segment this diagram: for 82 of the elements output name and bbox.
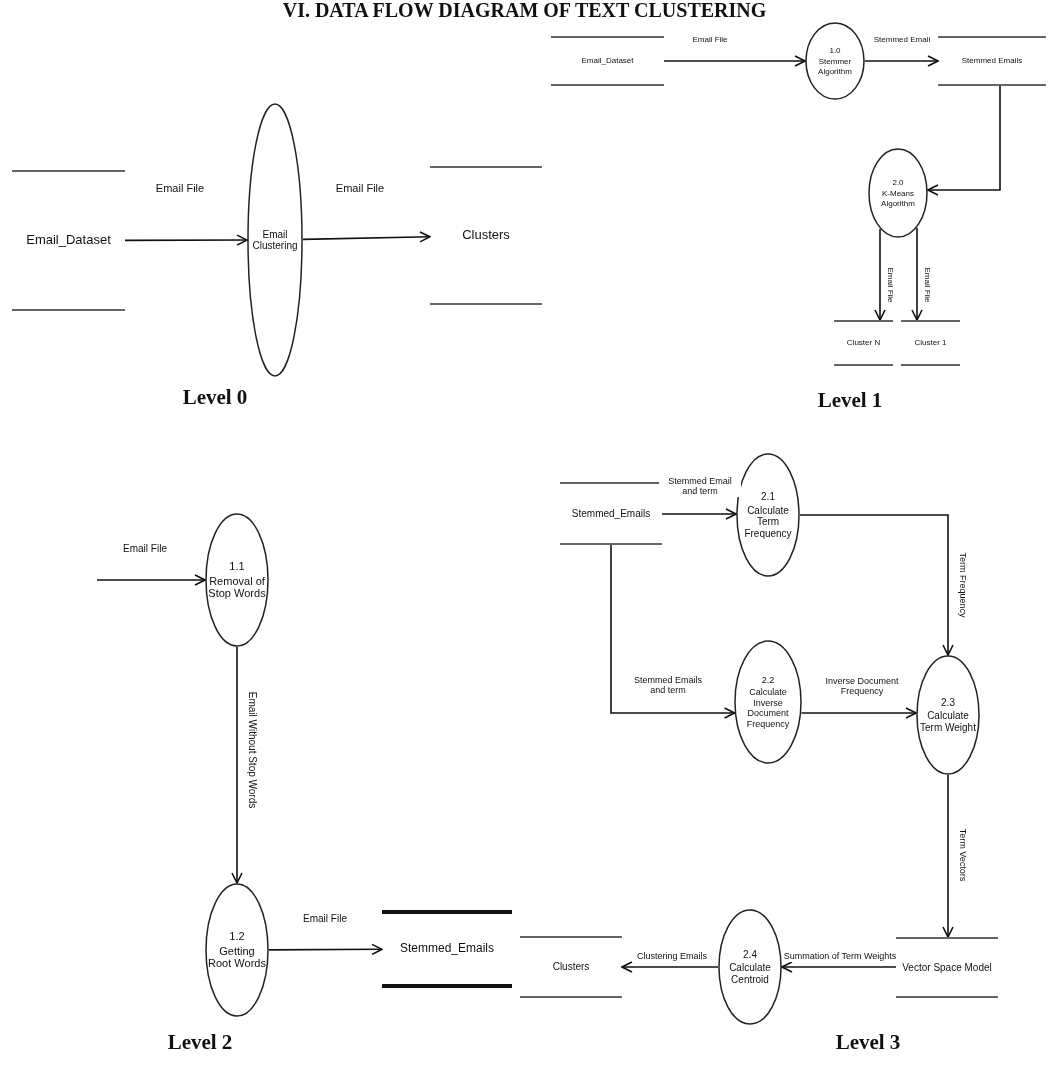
- data-store: [834, 320, 893, 366]
- level-caption: Level 0: [182, 385, 248, 410]
- process-number: 2.1: [761, 491, 775, 503]
- store-label: Email_Dataset: [581, 56, 634, 66]
- arrow: [610, 544, 736, 719]
- edge-label: Inverse Document Frequency: [823, 677, 901, 697]
- store-label: Clusters: [462, 228, 510, 243]
- level-caption: Level 3: [835, 1030, 901, 1055]
- process-ellipse: [736, 453, 800, 577]
- edge-label: Term Frequency: [957, 551, 967, 619]
- process-ellipse: [247, 103, 303, 377]
- edge-label: Email File: [302, 912, 348, 924]
- process-ellipse: [205, 883, 269, 1017]
- process-number: 2.2: [761, 675, 775, 686]
- edge-label: Email File: [154, 181, 206, 195]
- process-label: Calculate Centroid: [728, 962, 772, 986]
- store-label: Stemmed_Emails: [400, 942, 494, 956]
- process-number: 2.4: [743, 948, 757, 961]
- arrow: [942, 774, 954, 938]
- arrow: [864, 55, 939, 67]
- arrow: [799, 514, 954, 656]
- edge-label: Email File: [922, 266, 932, 304]
- arrow: [231, 646, 243, 884]
- store-label: Email_Dataset: [26, 233, 111, 248]
- process-ellipse: [805, 22, 865, 100]
- arrow: [96, 574, 206, 586]
- process-number: 1.1: [229, 560, 245, 573]
- arrow: [302, 231, 431, 243]
- diagram-title: VI. DATA FLOW DIAGRAM OF TEXT CLUSTERING: [281, 0, 768, 22]
- process-ellipse: [205, 513, 269, 647]
- edge-label: Email File: [691, 35, 729, 45]
- process-label: Removal of Stop Words: [208, 574, 266, 600]
- process-label: Stemmer Algorithm: [817, 57, 853, 76]
- process-ellipse: [916, 655, 980, 775]
- store-label: Stemmed Emails: [961, 56, 1023, 66]
- process-label: Calculate Term Frequency: [743, 504, 793, 539]
- edge-label: Email Without Stop Words: [246, 690, 258, 811]
- arrow: [927, 85, 1001, 196]
- store-label: Cluster N: [846, 338, 881, 348]
- level-caption: Level 2: [167, 1030, 233, 1055]
- edge-label: Email File: [885, 266, 895, 304]
- process-ellipse: [718, 909, 782, 1025]
- process-label: K-Means Algorithm: [880, 189, 916, 208]
- edge-label: Email File: [122, 542, 168, 554]
- arrow: [874, 228, 886, 321]
- arrow: [621, 961, 719, 973]
- process-number: 2.0: [892, 178, 904, 188]
- arrow: [911, 227, 923, 321]
- data-store: [938, 36, 1046, 86]
- process-label: Calculate Inverse Document Frequency: [745, 687, 791, 729]
- process-number: 1.2: [229, 930, 245, 943]
- data-store: [901, 320, 960, 366]
- arrow: [663, 55, 806, 67]
- edge-label: Clustering Emails: [636, 952, 708, 962]
- edge-label: Term Vectors: [957, 827, 967, 883]
- edge-label: Stemmed Email: [872, 35, 932, 45]
- store-label: Vector Space Model: [902, 961, 992, 974]
- process-number: 1.0: [829, 46, 841, 56]
- store-label: Clusters: [552, 961, 590, 973]
- data-store: [520, 936, 622, 998]
- arrow: [124, 234, 248, 246]
- edge-label: Email File: [334, 181, 386, 195]
- data-store: [382, 910, 512, 988]
- arrow: [268, 943, 383, 956]
- store-label: Stemmed_Emails: [571, 507, 651, 520]
- process-ellipse: [734, 640, 802, 764]
- data-store: [12, 170, 125, 311]
- process-number: 2.3: [941, 696, 955, 709]
- data-store: [430, 166, 542, 305]
- process-label: Email Clustering: [251, 228, 299, 252]
- arrow: [781, 961, 897, 973]
- edge-label: Summation of Term Weights: [782, 952, 898, 962]
- process-label: Calculate Term Weight: [919, 710, 977, 734]
- arrow: [661, 508, 737, 520]
- data-store: [896, 937, 998, 998]
- level-caption: Level 1: [817, 388, 883, 413]
- process-label: Getting Root Words: [208, 944, 266, 970]
- process-ellipse: [868, 148, 928, 238]
- edge-label: Stemmed Email and term: [659, 477, 741, 497]
- store-label: Cluster 1: [914, 338, 947, 348]
- arrow: [800, 707, 917, 719]
- data-store: [551, 36, 664, 86]
